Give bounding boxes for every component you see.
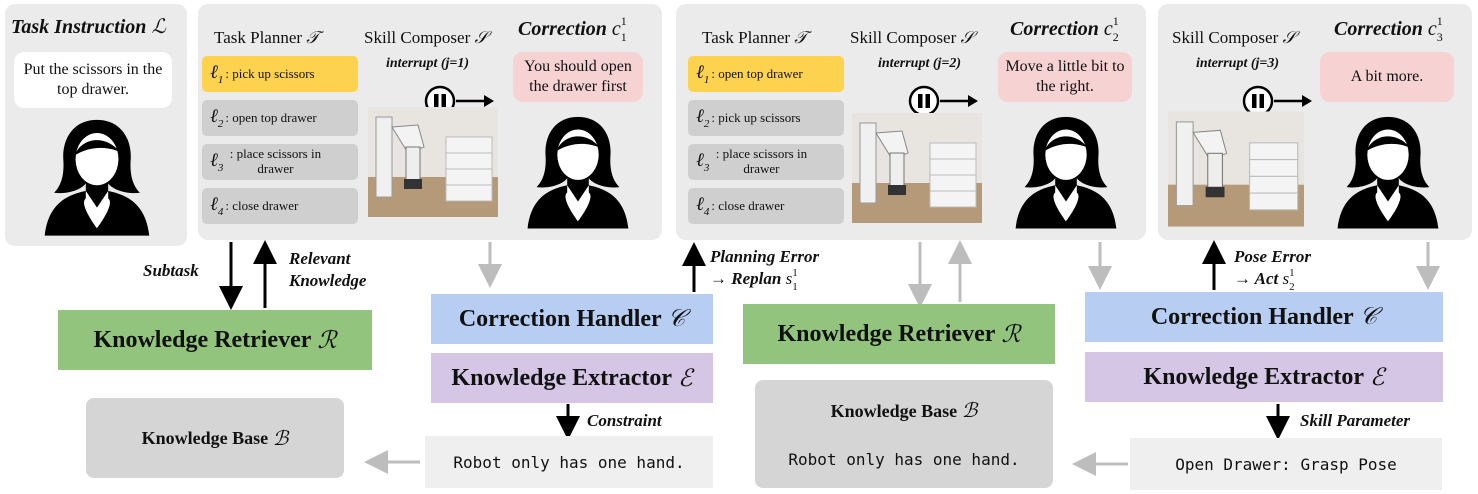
task-step-4: ℓ4 : close drawer <box>202 188 358 224</box>
task-step-2: ℓ2: open top drawer <box>202 100 358 136</box>
task-steps: ℓ1: open top drawer ℓ2 : pick up scissor… <box>688 56 844 226</box>
correction-handler-1: Correction Handler 𝒞 <box>431 294 713 344</box>
composer-panel-3: Skill Composer 𝒮 interrupt (j=3) Correct… <box>1158 4 1472 240</box>
skill-composer-title: Skill Composer 𝒮 <box>850 28 974 47</box>
knowledge-retriever-2: Knowledge Retriever ℛ <box>743 304 1055 364</box>
skill-parameter-label: Skill Parameter <box>1300 411 1411 430</box>
task-step-1: ℓ1: open top drawer <box>688 56 844 92</box>
skill-parameter-box: Open Drawer: Grasp Pose <box>1130 438 1442 490</box>
task-step-2: ℓ2 : pick up scissors <box>688 100 844 136</box>
knowledge-extractor-1: Knowledge Extractor ℰ <box>431 353 713 403</box>
correction-speech-2: Move a little bit to the right. <box>998 52 1132 102</box>
skill-composer-title: Skill Composer 𝒮 <box>1172 28 1296 47</box>
pause-icon <box>1242 84 1314 122</box>
knowledge-extractor-2: Knowledge Extractor ℰ <box>1085 352 1443 402</box>
task-instruction-title: Task Instruction ℒ <box>11 16 166 38</box>
task-steps: ℓ1: pick up scissors ℓ2: open top drawer… <box>202 56 358 226</box>
interrupt-label: interrupt (j=2) <box>878 56 962 71</box>
correction-handler-2: Correction Handler 𝒞 <box>1085 292 1443 342</box>
task-step-1: ℓ1: pick up scissors <box>202 56 358 92</box>
interrupt-label: interrupt (j=1) <box>386 56 470 71</box>
planner-panel-2: Task Planner 𝒯 ℓ1: open top drawer ℓ2 : … <box>676 4 1146 240</box>
relevant-knowledge-label: Relevant Knowledge <box>289 249 367 291</box>
task-step-3: ℓ3: place scissors in drawer <box>202 144 358 180</box>
correction-speech-3: A bit more. <box>1320 52 1454 102</box>
knowledge-base-1: Knowledge Base ℬ <box>86 398 344 478</box>
pause-icon <box>908 84 980 122</box>
knowledge-base-2: Knowledge Base ℬ Robot only has one hand… <box>755 380 1053 488</box>
subtask-label: Subtask <box>143 261 199 280</box>
task-step-3: ℓ3: place scissors in drawer <box>688 144 844 180</box>
constraint-box: Robot only has one hand. <box>425 436 713 488</box>
task-instruction-speech: Put the scissors in the top drawer. <box>14 52 172 108</box>
skill-composer-title: Skill Composer 𝒮 <box>364 28 488 47</box>
knowledge-retriever-1: Knowledge Retriever ℛ <box>58 310 372 370</box>
constraint-label: Constraint <box>587 411 662 430</box>
interrupt-label: interrupt (j=3) <box>1196 56 1280 71</box>
task-planner-title: Task Planner 𝒯 <box>214 28 320 47</box>
task-instruction-panel: Task Instruction ℒ Put the scissors in t… <box>5 4 187 246</box>
task-step-4: ℓ4 : close drawer <box>688 188 844 224</box>
planner-panel-1: Task Planner 𝒯 ℓ1: pick up scissors ℓ2: … <box>198 4 662 240</box>
task-planner-title: Task Planner 𝒯 <box>702 28 808 47</box>
kb-entry: Robot only has one hand. <box>788 450 1020 469</box>
correction-speech-1: You should open the drawer first <box>513 52 643 102</box>
